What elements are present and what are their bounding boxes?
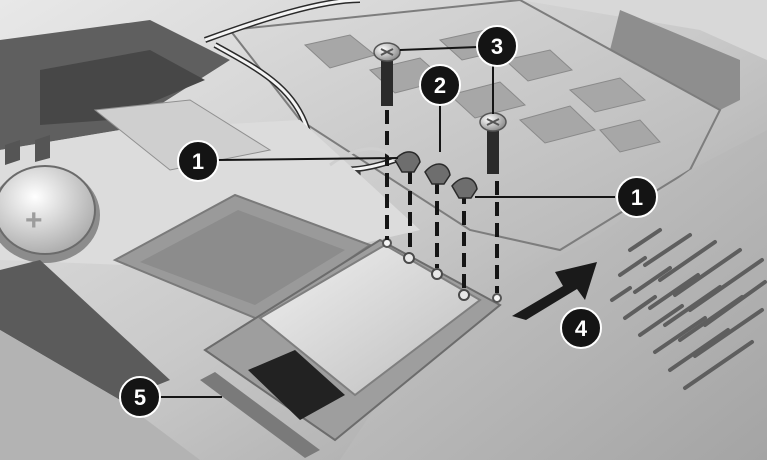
callout-2-label: 2 xyxy=(434,73,446,98)
slide-direction-arrow xyxy=(512,262,597,320)
callout-5-label: 5 xyxy=(134,385,146,410)
wlan-card-shield xyxy=(258,243,482,397)
wlan-module xyxy=(200,238,502,458)
chassis-lower-left xyxy=(0,330,200,460)
cable-top-light xyxy=(204,0,361,42)
wlan-card-edge xyxy=(200,372,320,458)
callout-1-right: 1 xyxy=(616,176,658,218)
screw-lower xyxy=(479,112,507,174)
board-component xyxy=(93,99,272,171)
alignment-lines xyxy=(385,110,499,293)
frame-recess xyxy=(40,50,205,125)
callout-3-label: 3 xyxy=(491,34,503,59)
heat-spreader-inner xyxy=(140,210,345,305)
antenna-terminals xyxy=(403,252,470,301)
wlan-chip xyxy=(248,350,345,420)
rtc-battery: + xyxy=(0,135,100,263)
battery-plus-symbol: + xyxy=(25,204,43,237)
callout-1-left: 1 xyxy=(177,140,219,182)
callouts: 1 1 2 3 4 5 xyxy=(119,25,658,418)
callout-4: 4 xyxy=(560,307,602,349)
callout-4-label: 4 xyxy=(575,316,588,341)
screw-upper xyxy=(373,42,401,106)
chassis-top-edge xyxy=(520,0,767,60)
antenna-connectors xyxy=(329,147,478,199)
callout-1-left-label: 1 xyxy=(192,149,204,174)
callout-5: 5 xyxy=(119,376,161,418)
vent-slots xyxy=(610,228,767,390)
callout-2: 2 xyxy=(419,64,461,106)
chassis-rail xyxy=(0,260,170,400)
callout-1-right-label: 1 xyxy=(631,185,643,210)
screw-holes xyxy=(382,238,502,303)
chassis-clip xyxy=(610,10,740,110)
leader-lines xyxy=(160,46,615,398)
screws xyxy=(373,42,507,174)
callout-3: 3 xyxy=(476,25,518,67)
